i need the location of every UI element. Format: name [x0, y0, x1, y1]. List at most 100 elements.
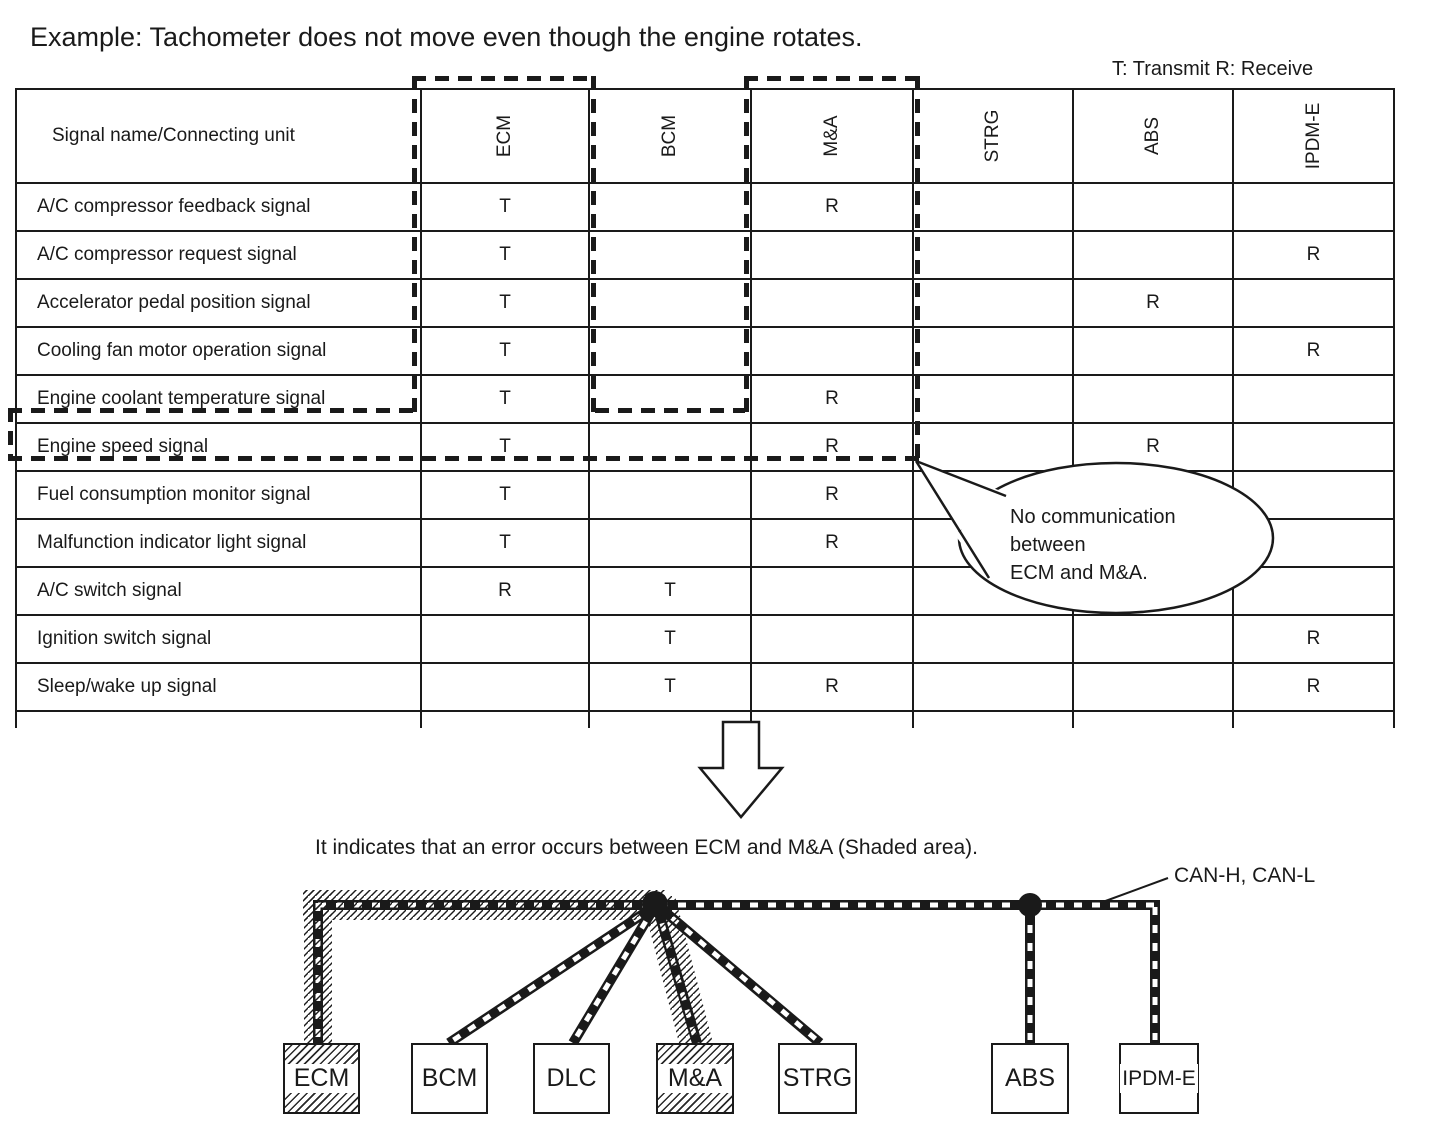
cell-ipdm-e: R	[1232, 230, 1395, 280]
can-label-leader-line	[1099, 877, 1169, 904]
cell-ecm: T	[420, 182, 590, 232]
cell-strg	[912, 422, 1074, 472]
signal-name: Fuel consumption monitor signal	[15, 470, 422, 520]
callout-tail-fill	[916, 461, 1004, 580]
cell-strg	[912, 374, 1074, 424]
table-row: A/C compressor request signal T R	[15, 230, 1395, 280]
node-box-dlc: DLC	[533, 1043, 610, 1114]
cell-strg	[912, 230, 1074, 280]
table-row: Sleep/wake up signal T R R	[15, 662, 1395, 712]
callout-line: between	[1010, 534, 1086, 556]
signal-name: Malfunction indicator light signal	[15, 518, 422, 568]
cell-ecm: T	[420, 326, 590, 376]
signal-name: A/C switch signal	[15, 566, 422, 616]
table-row: A/C compressor feedback signal T R	[15, 182, 1395, 232]
signal-name: Accelerator pedal position signal	[15, 278, 422, 328]
callout-text: No communication between ECM and M&A.	[1010, 503, 1176, 587]
cell-ecm	[420, 614, 590, 664]
dashed-highlight-row-top-left	[8, 408, 414, 413]
table-row: Accelerator pedal position signal T R	[15, 278, 1395, 328]
can-bus-lines	[313, 900, 1160, 1048]
cell-bcm	[588, 278, 752, 328]
cell-strg	[912, 326, 1074, 376]
cell-ma: R	[750, 662, 914, 712]
shaded-error-area	[303, 890, 713, 1043]
cell-abs	[1072, 614, 1234, 664]
node-box-strg: STRG	[778, 1043, 857, 1114]
dashed-highlight-ma-top	[744, 76, 920, 81]
cell-abs	[1072, 182, 1234, 232]
node-box-ma: M&A	[656, 1043, 734, 1114]
cell-ipdm-e: R	[1232, 662, 1395, 712]
cell-strg	[912, 278, 1074, 328]
signal-name: Sleep/wake up signal	[15, 662, 422, 712]
cell-ma: R	[750, 518, 914, 568]
cell-bcm	[588, 422, 752, 472]
cell-bcm: T	[588, 614, 752, 664]
down-arrow	[697, 720, 785, 819]
cell-ipdm-e	[1232, 566, 1395, 616]
dashed-highlight-ecm-right	[591, 76, 596, 412]
cell-ipdm-e	[1232, 182, 1395, 232]
signal-name: Ignition switch signal	[15, 614, 422, 664]
header-signal-name: Signal name/Connecting unit	[15, 88, 422, 184]
signal-name: Engine coolant temperature signal	[15, 374, 422, 424]
col-header-ecm: ECM	[420, 88, 590, 184]
cell-ecm: T	[420, 374, 590, 424]
cell-ecm: T	[420, 518, 590, 568]
cell-abs	[1072, 230, 1234, 280]
cell-abs	[1072, 662, 1234, 712]
dashed-highlight-ma-left	[744, 76, 749, 412]
signal-name: A/C compressor request signal	[15, 230, 422, 280]
dashed-highlight-ma-right	[915, 76, 920, 461]
cell-ecm: T	[420, 230, 590, 280]
cell-ma: R	[750, 470, 914, 520]
cell-strg	[912, 662, 1074, 712]
cell-ipdm-e	[1232, 422, 1395, 472]
col-header-abs: ABS	[1072, 88, 1234, 184]
cell-bcm	[588, 374, 752, 424]
cell-ipdm-e	[1232, 374, 1395, 424]
dashed-highlight-ecm-left	[412, 76, 417, 412]
cell-ma: R	[750, 374, 914, 424]
node-box-bcm: BCM	[411, 1043, 488, 1114]
col-header-strg: STRG	[912, 88, 1074, 184]
table-header-row: Signal name/Connecting unit ECM BCM M&A …	[15, 88, 1395, 184]
col-header-ma: M&A	[750, 88, 914, 184]
col-header-ipdm-e: IPDM-E	[1232, 88, 1395, 184]
cell-ma	[750, 326, 914, 376]
table-row: Cooling fan motor operation signal T R	[15, 326, 1395, 376]
cell-ecm: T	[420, 278, 590, 328]
cell-bcm	[588, 326, 752, 376]
cell-ma: R	[750, 422, 914, 472]
tr-legend: T: Transmit R: Receive	[1112, 58, 1314, 80]
cell-bcm: T	[588, 662, 752, 712]
cell-bcm: T	[588, 566, 752, 616]
cell-ipdm-e	[1232, 470, 1395, 520]
node-box-ecm: ECM	[283, 1043, 360, 1114]
dashed-highlight-row-bottom	[8, 456, 920, 461]
cell-ipdm-e: R	[1232, 326, 1395, 376]
dashed-highlight-ecm-top	[412, 76, 596, 81]
cell-bcm	[588, 182, 752, 232]
table-row: Engine coolant temperature signal T R	[15, 374, 1395, 424]
signal-name: Cooling fan motor operation signal	[15, 326, 422, 376]
cell-bcm	[588, 470, 752, 520]
dashed-highlight-row-top-mid	[595, 408, 745, 413]
cell-ecm: T	[420, 422, 590, 472]
cell-ecm	[420, 662, 590, 712]
node-box-ipdm-e: IPDM-E	[1119, 1043, 1199, 1114]
signal-name: A/C compressor feedback signal	[15, 182, 422, 232]
cell-ma	[750, 230, 914, 280]
drop-strg	[654, 902, 824, 1047]
cell-ipdm-e: R	[1232, 614, 1395, 664]
dashed-highlight-row-left	[8, 408, 13, 461]
cell-ma	[750, 278, 914, 328]
signal-name: Engine speed signal	[15, 422, 422, 472]
cell-abs	[1072, 326, 1234, 376]
table-row-truncated	[15, 710, 1395, 728]
col-header-bcm: BCM	[588, 88, 752, 184]
can-bus-label: CAN-H, CAN-L	[1174, 864, 1316, 887]
